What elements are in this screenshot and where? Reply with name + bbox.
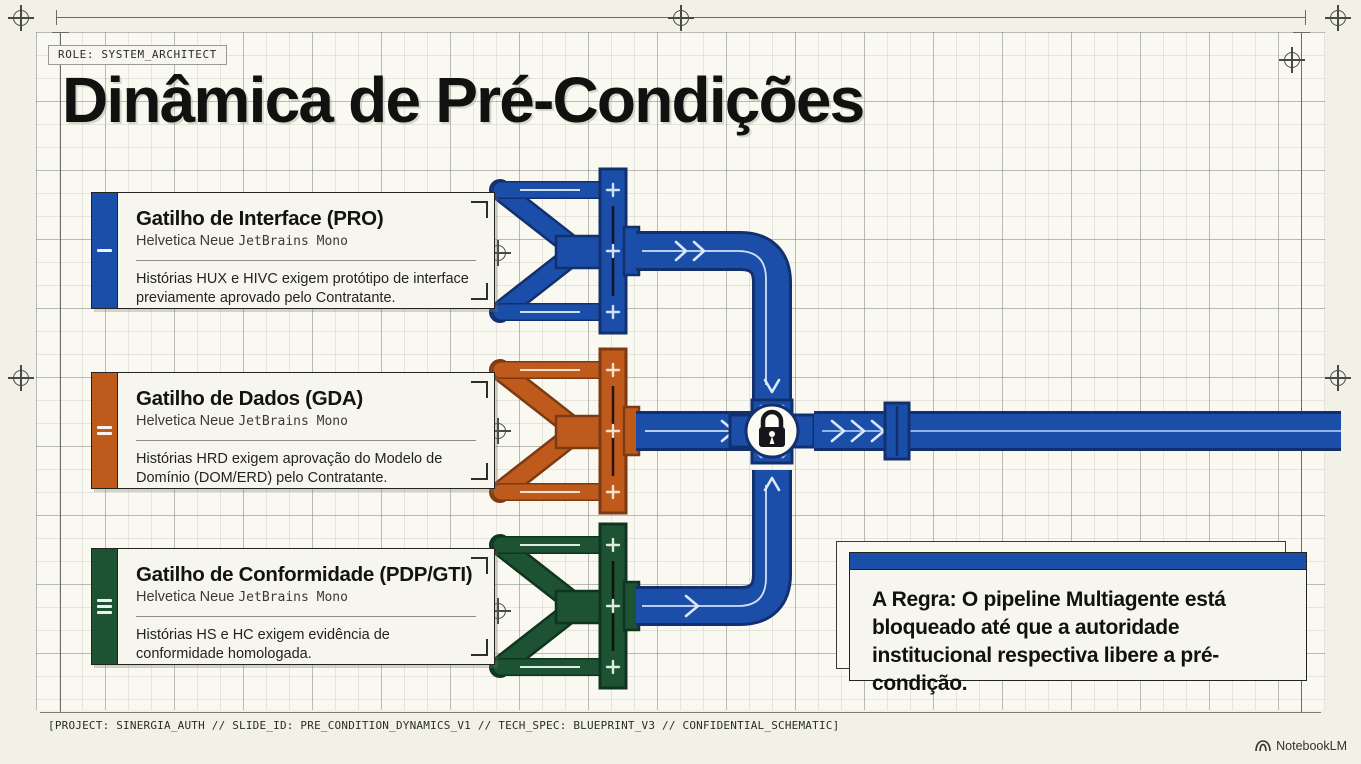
- card-body: Gatilho de Dados (GDA) Helvetica Neue Je…: [118, 373, 494, 488]
- card-body: Gatilho de Conformidade (PDP/GTI) Helvet…: [118, 549, 494, 664]
- card-accent-tab: [92, 373, 118, 488]
- trim-line-right-cap: [1293, 32, 1310, 34]
- equals-icon: [97, 426, 112, 435]
- font-sans-label: Helvetica Neue: [136, 412, 235, 429]
- rule-callout: A Regra: O pipeline Multiagente está blo…: [849, 552, 1307, 695]
- single-dash-icon: [97, 249, 112, 252]
- card-gatilho-interface[interactable]: Gatilho de Interface (PRO) Helvetica Neu…: [91, 192, 495, 309]
- brand-mark: NotebookLM: [1255, 739, 1347, 753]
- card-gatilho-dados[interactable]: Gatilho de Dados (GDA) Helvetica Neue Je…: [91, 372, 495, 489]
- corner-bracket-icon: [471, 639, 488, 656]
- card-title: Gatilho de Dados (GDA): [136, 387, 363, 410]
- card-body: Gatilho de Interface (PRO) Helvetica Neu…: [118, 193, 494, 308]
- trim-line-left: [60, 32, 62, 712]
- card-font-specimen: Helvetica Neue JetBrains Mono: [136, 589, 476, 606]
- brand-label: NotebookLM: [1276, 739, 1347, 753]
- card-description: Histórias HUX e HIVC exigem protótipo de…: [136, 270, 469, 307]
- card-font-specimen: Helvetica Neue JetBrains Mono: [136, 413, 476, 430]
- trim-line-right: [1301, 32, 1303, 712]
- trim-line-top-cap-left: [56, 10, 58, 25]
- corner-bracket-icon: [471, 557, 488, 574]
- corner-bracket-icon: [471, 283, 488, 300]
- footer-metadata: [PROJECT: SINERGIA_AUTH // SLIDE_ID: PRE…: [48, 719, 840, 732]
- card-font-specimen: Helvetica Neue JetBrains Mono: [136, 233, 476, 250]
- font-sans-label: Helvetica Neue: [136, 588, 235, 605]
- registration-mark-mid-right: [1325, 365, 1351, 391]
- card-divider: [136, 615, 476, 617]
- font-mono-label: JetBrains Mono: [238, 589, 348, 605]
- card-divider: [136, 259, 476, 261]
- role-tag: ROLE: SYSTEM_ARCHITECT: [48, 45, 227, 65]
- card-accent-tab: [92, 549, 118, 664]
- page-title: Dinâmica de Pré-Condições: [62, 64, 865, 136]
- hamburger-icon: [97, 599, 112, 614]
- footer-divider: [40, 712, 1321, 713]
- corner-bracket-icon: [471, 463, 488, 480]
- corner-bracket-icon: [471, 201, 488, 218]
- trim-line-top-cap-right: [1305, 10, 1307, 25]
- registration-mark-mid-left: [8, 365, 34, 391]
- card-title: Gatilho de Conformidade (PDP/GTI): [136, 563, 473, 586]
- card-divider: [136, 439, 476, 441]
- registration-mark-top-center: [668, 5, 694, 31]
- corner-bracket-icon: [471, 381, 488, 398]
- registration-mark-inner-top-right: [1279, 47, 1305, 73]
- card-description: Histórias HRD exigem aprovação do Modelo…: [136, 450, 443, 487]
- card-description: Histórias HS e HC exigem evidência de co…: [136, 626, 390, 663]
- font-sans-label: Helvetica Neue: [136, 232, 235, 249]
- callout-accent-bar: [850, 553, 1306, 570]
- font-mono-label: JetBrains Mono: [238, 413, 348, 429]
- notebooklm-icon: [1255, 740, 1271, 752]
- registration-mark-top-right: [1325, 5, 1351, 31]
- registration-mark-top-left: [8, 5, 34, 31]
- trim-line-left-cap: [52, 32, 69, 34]
- card-title: Gatilho de Interface (PRO): [136, 207, 384, 230]
- callout-text: A Regra: O pipeline Multiagente está blo…: [872, 588, 1226, 695]
- card-gatilho-conformidade[interactable]: Gatilho de Conformidade (PDP/GTI) Helvet…: [91, 548, 495, 665]
- font-mono-label: JetBrains Mono: [238, 233, 348, 249]
- card-accent-tab: [92, 193, 118, 308]
